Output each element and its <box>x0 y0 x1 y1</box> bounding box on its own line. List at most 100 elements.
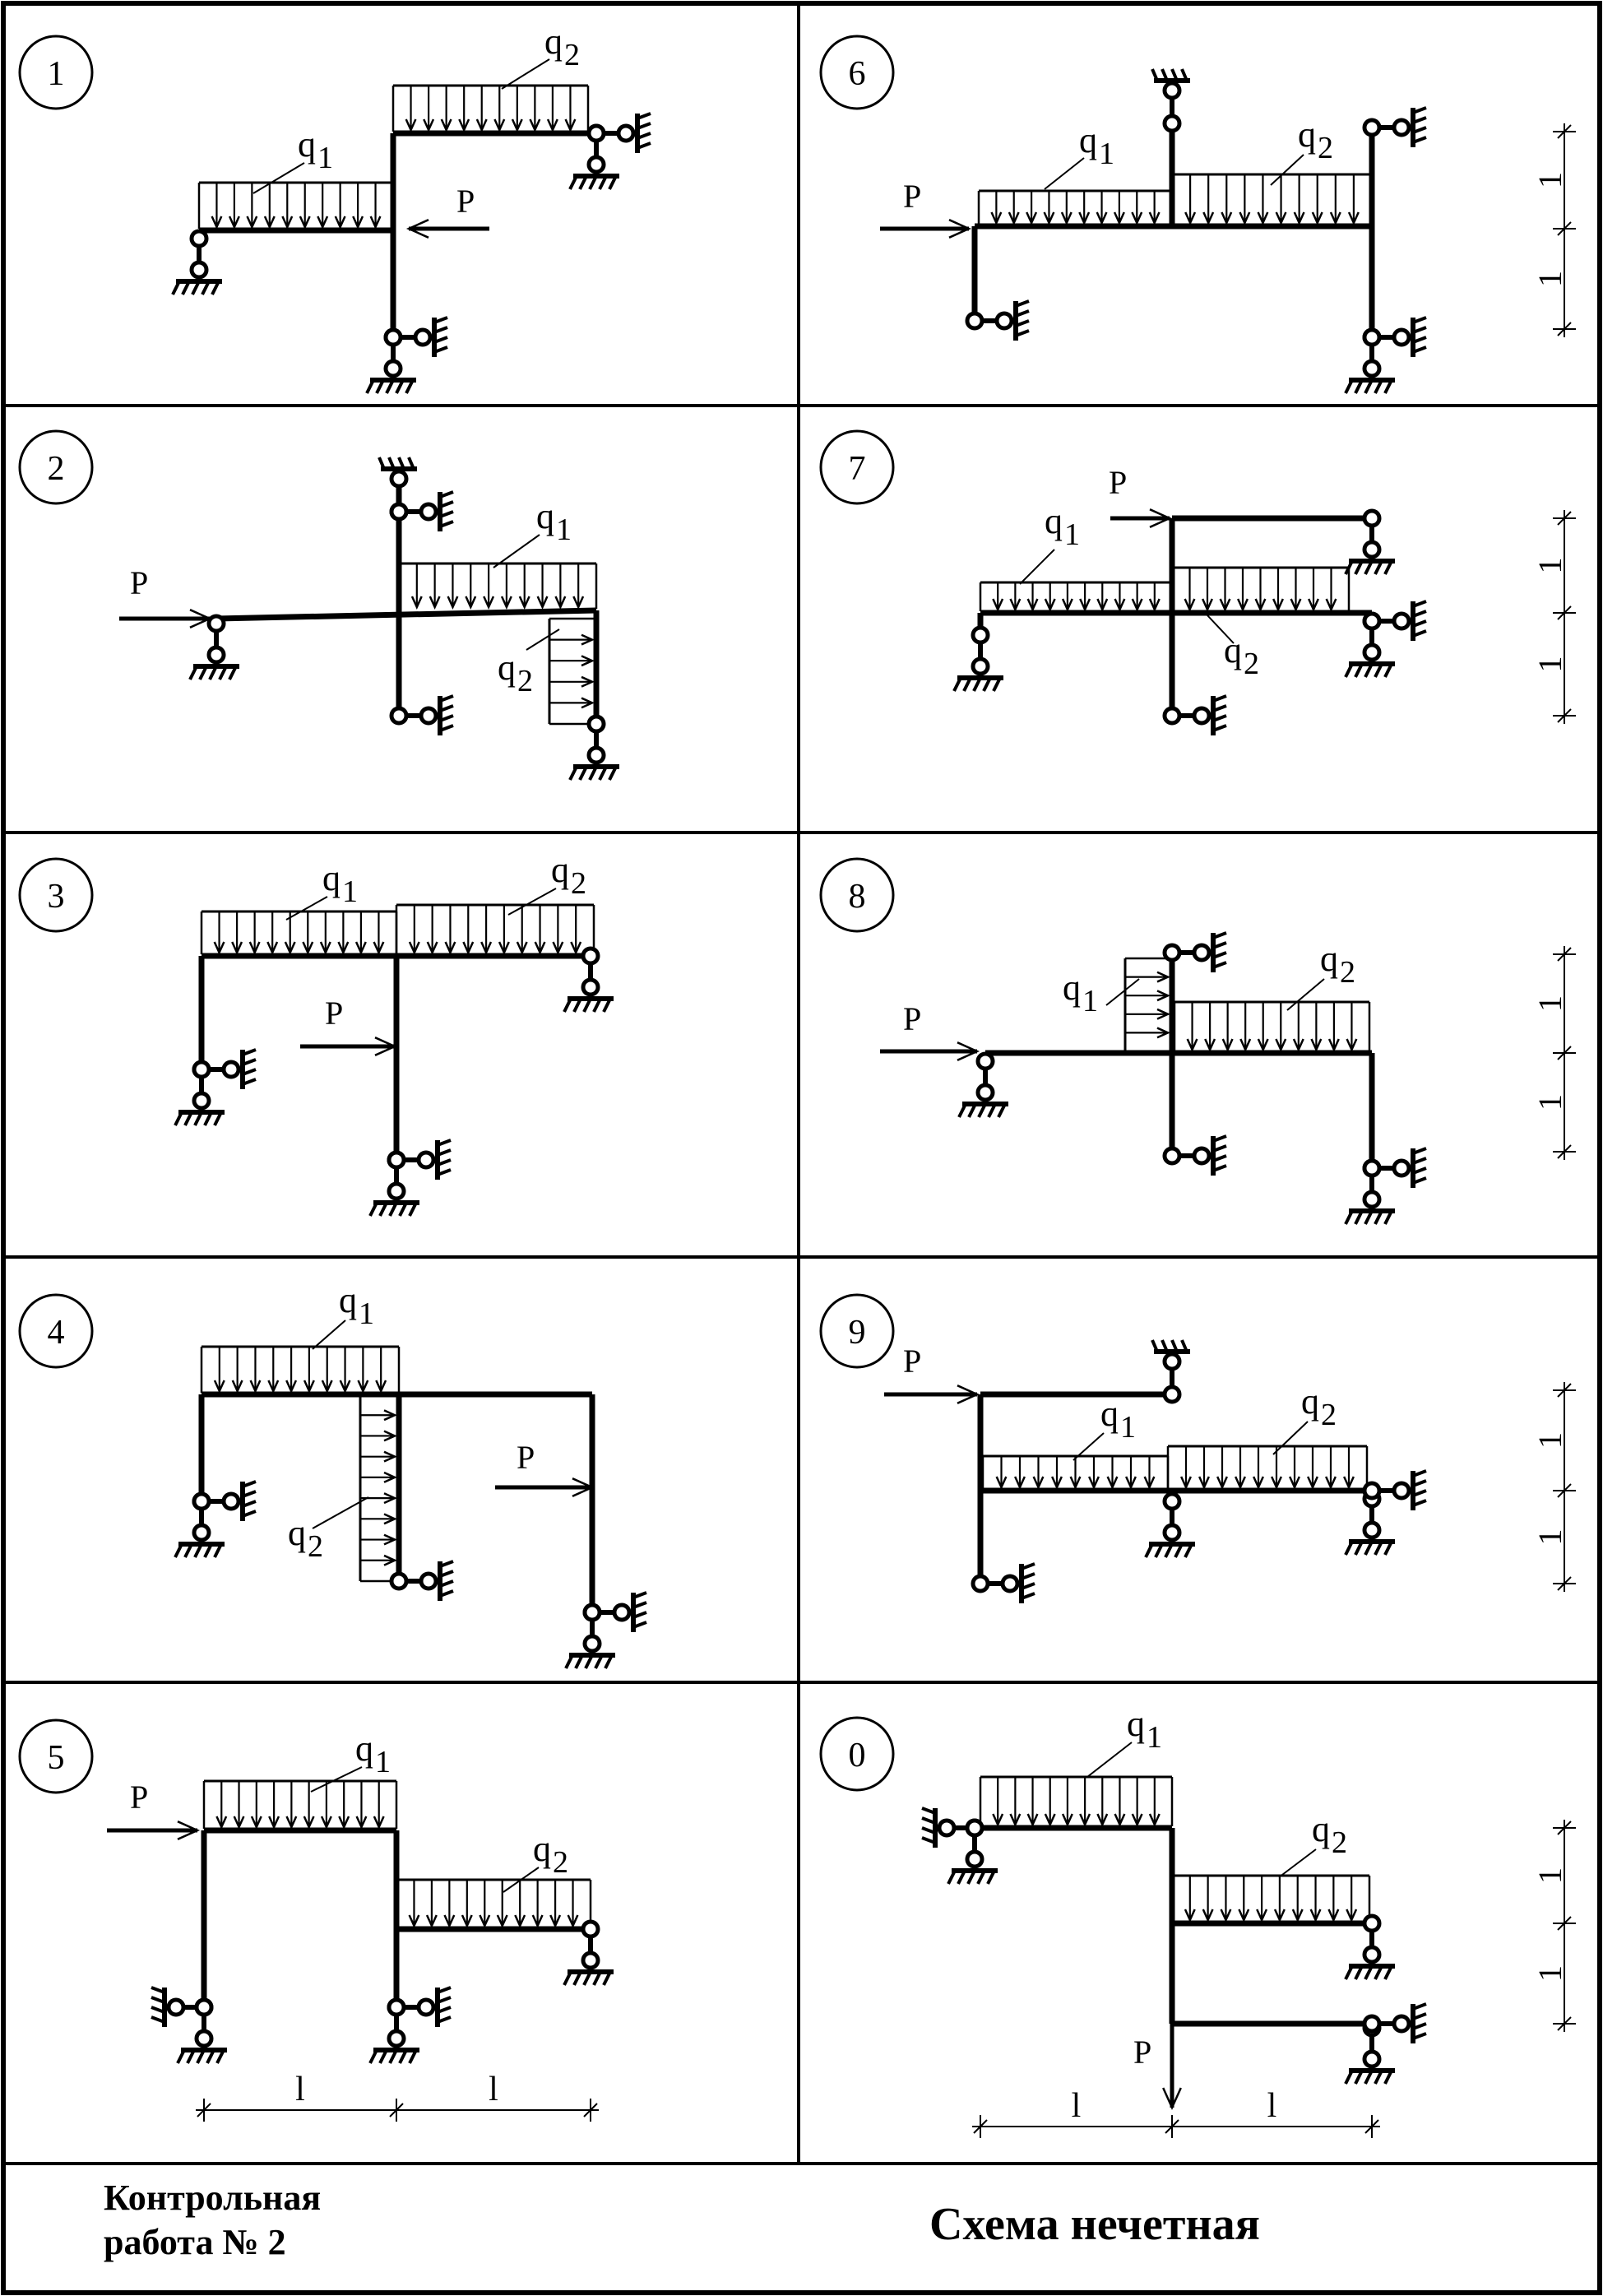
hatch-stroke <box>1383 560 1393 575</box>
hatch-stroke <box>1374 379 1383 394</box>
distributed-load <box>1170 173 1374 226</box>
arrow-head <box>1307 1476 1318 1491</box>
arrow-head <box>231 1380 243 1394</box>
hatch-stroke <box>1374 663 1383 678</box>
hatch-stroke <box>1212 1134 1227 1143</box>
load-symbol: q <box>1100 1394 1119 1434</box>
hatch-stroke <box>1412 1499 1427 1507</box>
arrow-head <box>321 1380 333 1394</box>
hatch-stroke <box>592 998 602 1013</box>
arrow-head <box>383 1409 398 1422</box>
hinge <box>389 1571 409 1591</box>
hatch-stroke <box>368 1202 378 1217</box>
hatch-stroke <box>1161 68 1169 81</box>
arrow-head <box>211 216 223 230</box>
ground-hatch-icon <box>438 490 454 531</box>
number-circle <box>18 857 94 933</box>
hatch-stroke <box>997 1103 1007 1118</box>
arrow-head <box>1044 598 1056 613</box>
hinge <box>1162 943 1182 962</box>
hatch-stroke <box>608 175 618 190</box>
arrow-head <box>475 118 488 133</box>
hatch-stroke <box>1180 68 1188 81</box>
dimension-value: 1 <box>1531 271 1568 287</box>
dimension-value: l <box>489 2071 498 2108</box>
arrow-head <box>480 941 493 956</box>
hatch-stroke <box>242 1078 257 1086</box>
hatch-stroke <box>1374 1210 1383 1225</box>
number-text: 9 <box>849 1314 866 1352</box>
hinge <box>206 645 226 665</box>
hatch-stroke <box>174 1543 183 1558</box>
dimension-slash <box>1557 124 1572 139</box>
arrow-head <box>1254 598 1267 613</box>
arrow-head <box>284 941 296 956</box>
hatch-stroke <box>1015 329 1030 337</box>
arrow-head <box>458 118 470 133</box>
hinge <box>1362 1945 1382 1964</box>
force-label: P <box>903 1343 921 1380</box>
arrow-head <box>500 596 512 610</box>
label-leader <box>501 58 550 90</box>
arrow-head <box>338 1816 350 1830</box>
number-circle <box>18 1293 94 1369</box>
arrow-head <box>1310 1038 1323 1053</box>
hatch-stroke <box>1364 1210 1374 1225</box>
hinge <box>387 1997 406 2017</box>
arrow-head <box>1078 211 1091 226</box>
hatch-stroke <box>1412 619 1427 628</box>
dimension-slash <box>1557 1144 1572 1159</box>
hinge <box>1000 1574 1020 1593</box>
number-circle <box>819 857 895 933</box>
arrow-head <box>319 941 331 956</box>
hatch-stroke <box>602 998 612 1013</box>
ground-hatch-icon <box>1211 931 1227 972</box>
arrow-head <box>1327 1909 1340 1923</box>
arrow-head <box>1273 1909 1286 1923</box>
hatch-stroke <box>602 1971 612 1986</box>
hatch-stroke <box>1344 1541 1354 1556</box>
hatch-stroke <box>574 1654 584 1669</box>
force-label: P <box>456 183 475 220</box>
hatch-stroke <box>1212 951 1227 959</box>
arrow-head <box>426 941 438 956</box>
number-circle <box>819 1716 895 1792</box>
hatch-stroke <box>151 1986 165 1994</box>
arrow-head <box>1060 211 1073 226</box>
hinge <box>586 155 606 174</box>
hatch-stroke <box>398 2049 408 2064</box>
arrow-head <box>1131 211 1143 226</box>
hatch-stroke <box>439 1560 454 1568</box>
number-text: 2 <box>48 450 65 488</box>
hatch-stroke <box>388 2049 398 2064</box>
load-symbol: q <box>298 124 316 165</box>
arrow-head <box>1156 1027 1171 1039</box>
ground-hatch-icon <box>435 1139 452 1180</box>
arrow-head <box>572 596 585 610</box>
hinge <box>1362 611 1382 631</box>
hinge <box>581 1950 600 1970</box>
hatch-stroke <box>1021 1562 1035 1570</box>
hatch-stroke <box>632 1621 647 1629</box>
ground-hatch-icon <box>174 1542 225 1558</box>
hinge <box>1162 114 1182 133</box>
hatch-stroke <box>437 1996 452 2004</box>
hinge <box>965 1849 985 1869</box>
label-leader <box>1272 1421 1309 1455</box>
arrow-head <box>581 633 595 646</box>
dimension-slash <box>1557 708 1572 723</box>
hatch-stroke <box>433 316 448 324</box>
hatch-stroke <box>1164 1543 1174 1558</box>
arrow-head <box>1148 211 1161 226</box>
hatch-stroke <box>1154 1543 1164 1558</box>
hinge <box>586 714 606 734</box>
arrow-head <box>957 1041 980 1061</box>
arrow-head <box>1125 1476 1137 1491</box>
hinge <box>1192 1146 1212 1166</box>
hatch-stroke <box>1354 1210 1364 1225</box>
hinge <box>586 123 606 143</box>
load-subscript: 1 <box>375 1745 391 1779</box>
